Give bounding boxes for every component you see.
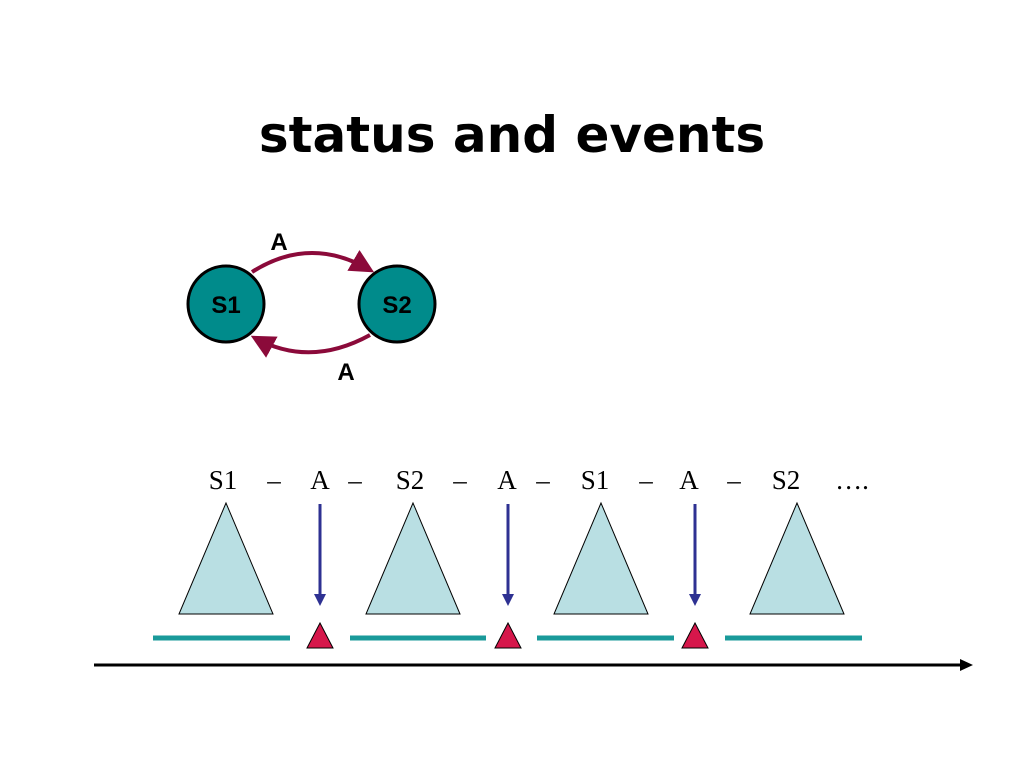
sequence-text: S1 – A – S2 – A – S1 – A – S2 …. (209, 465, 869, 495)
seq-item: A (497, 465, 517, 495)
time-axis-arrowhead (960, 659, 973, 671)
state-period-triangle (365, 501, 461, 615)
seq-item: S1 (581, 465, 610, 495)
state-period-triangle (553, 501, 649, 615)
event-marker (494, 621, 522, 649)
seq-item: – (535, 465, 550, 495)
seq-item: …. (835, 465, 869, 495)
transition-s1-to-s2 (250, 249, 375, 274)
event-arrow (314, 504, 326, 606)
seq-item: – (638, 465, 653, 495)
event-marker (681, 621, 709, 649)
state-node-s1: S1 (186, 264, 266, 344)
transition-label-bottom: A (337, 359, 354, 386)
seq-item: – (452, 465, 467, 495)
seq-item: – (266, 465, 281, 495)
state-node-s2: S2 (357, 264, 437, 344)
seq-item: – (726, 465, 741, 495)
event-arrow (689, 504, 701, 606)
state-period-triangle (178, 501, 274, 615)
seq-item: S2 (772, 465, 801, 495)
event-marker (306, 621, 334, 649)
state-triangles (178, 501, 845, 615)
event-markers (306, 621, 709, 649)
seq-item: S1 (209, 465, 238, 495)
state-label-s1: S1 (211, 292, 240, 319)
slide-title: status and events (258, 106, 766, 164)
time-axis (94, 659, 973, 671)
transition-s2-to-s1 (250, 333, 371, 358)
state-label-s2: S2 (382, 292, 411, 319)
state-diagram: S1 S2 A A (186, 229, 437, 386)
seq-item: S2 (396, 465, 425, 495)
seq-item: A (679, 465, 699, 495)
transition-label-top: A (270, 229, 287, 256)
seq-item: – (347, 465, 362, 495)
event-arrow (502, 504, 514, 606)
seq-item: A (310, 465, 330, 495)
state-period-triangle (749, 501, 845, 615)
event-arrows (314, 504, 701, 606)
